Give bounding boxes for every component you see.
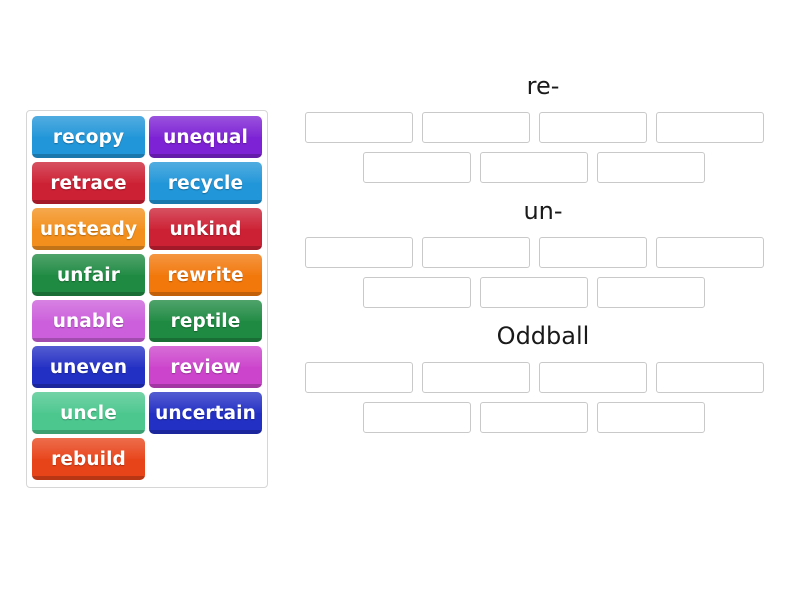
drop-slot[interactable] <box>480 152 588 183</box>
drop-slot[interactable] <box>539 112 647 143</box>
word-tile[interactable]: recopy <box>32 116 145 158</box>
group-heading: re- <box>526 72 560 100</box>
word-tile-label: unable <box>52 310 125 332</box>
word-tile[interactable]: uncle <box>32 392 145 434</box>
drop-slot[interactable] <box>480 277 588 308</box>
drop-slot-row <box>290 112 782 143</box>
word-tile-label: unfair <box>57 264 120 286</box>
sort-group: Oddball <box>290 320 782 433</box>
drop-slot[interactable] <box>422 362 530 393</box>
word-tile[interactable]: unkind <box>149 208 262 250</box>
word-tile-label: rebuild <box>51 448 126 470</box>
drop-slot[interactable] <box>363 277 471 308</box>
word-tile-label: uneven <box>49 356 128 378</box>
drop-slot-row <box>290 277 782 308</box>
word-tile-label: retrace <box>50 172 127 194</box>
word-tile-label: unsteady <box>39 218 138 240</box>
word-tile-label: uncertain <box>155 402 256 424</box>
drop-slot-row <box>290 402 782 433</box>
drop-slot[interactable] <box>480 402 588 433</box>
word-tile-label: recopy <box>52 126 125 148</box>
word-tile-label: unequal <box>163 126 248 148</box>
word-tile[interactable]: unsteady <box>32 208 145 250</box>
word-tile-label: uncle <box>60 402 117 424</box>
word-tile-label: recycle <box>167 172 244 194</box>
group-heading: un- <box>523 197 563 225</box>
drop-slot[interactable] <box>305 362 413 393</box>
word-tile[interactable]: rewrite <box>149 254 262 296</box>
word-tile-label: unkind <box>169 218 242 240</box>
word-tile[interactable]: retrace <box>32 162 145 204</box>
sort-area: re-un- Oddball <box>290 70 782 445</box>
drop-slot[interactable] <box>305 237 413 268</box>
drop-slot[interactable] <box>597 152 705 183</box>
word-tile[interactable]: recycle <box>149 162 262 204</box>
word-tile-label: reptile <box>170 310 241 332</box>
drop-slot[interactable] <box>422 237 530 268</box>
word-tile[interactable]: reptile <box>149 300 262 342</box>
drop-slot[interactable] <box>305 112 413 143</box>
word-tile-label: review <box>170 356 241 378</box>
word-bank-panel: recopy unequal retrace recycle unsteady unkin… <box>26 110 268 488</box>
drop-slot[interactable] <box>363 152 471 183</box>
drop-slot-row <box>290 237 782 268</box>
word-tile[interactable]: unable <box>32 300 145 342</box>
word-tile[interactable]: unfair <box>32 254 145 296</box>
drop-slot[interactable] <box>422 112 530 143</box>
drop-slot[interactable] <box>656 237 764 268</box>
drop-slot[interactable] <box>656 362 764 393</box>
word-tile-label: rewrite <box>167 264 244 286</box>
word-bank-grid: recopy unequal retrace recycle unsteady unkin… <box>32 116 263 480</box>
sort-group: un- <box>290 195 782 308</box>
drop-slot-row <box>290 152 782 183</box>
drop-slot[interactable] <box>656 112 764 143</box>
word-tile[interactable]: rebuild <box>32 438 145 480</box>
group-heading: Oddball <box>496 322 590 350</box>
word-tile[interactable]: uneven <box>32 346 145 388</box>
word-tile[interactable]: review <box>149 346 262 388</box>
word-tile[interactable]: uncertain <box>149 392 262 434</box>
drop-slot[interactable] <box>597 402 705 433</box>
drop-slot-row <box>290 362 782 393</box>
sort-group: re- <box>290 70 782 183</box>
drop-slot[interactable] <box>597 277 705 308</box>
word-tile[interactable]: unequal <box>149 116 262 158</box>
drop-slot[interactable] <box>363 402 471 433</box>
drop-slot[interactable] <box>539 237 647 268</box>
drop-slot[interactable] <box>539 362 647 393</box>
